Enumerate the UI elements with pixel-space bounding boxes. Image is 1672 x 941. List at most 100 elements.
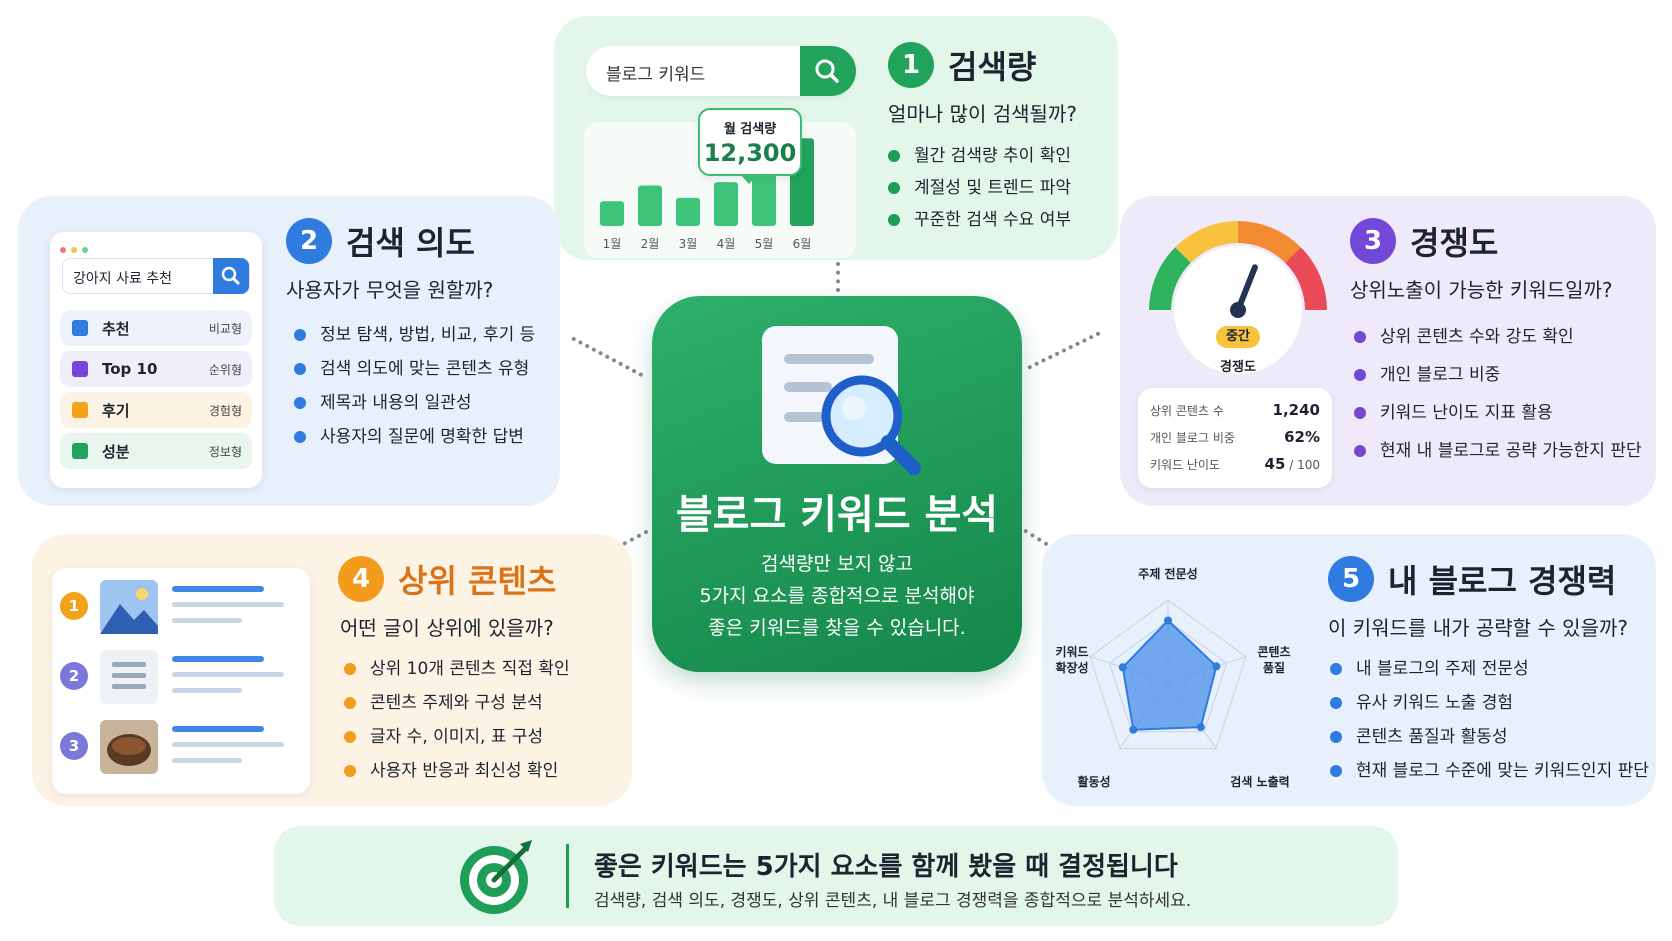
stat-label: 키워드 난이도 bbox=[1150, 457, 1221, 472]
top-content-question: 어떤 글이 상위에 있을까? bbox=[340, 616, 554, 640]
target-icon bbox=[460, 840, 532, 914]
my-blog-header: 5 내 블로그 경쟁력 bbox=[1328, 556, 1616, 602]
bullet-item: 상위 10개 콘텐츠 직접 확인 bbox=[344, 652, 570, 686]
grid-list-icon bbox=[72, 361, 88, 377]
intent-title: 검색 의도 bbox=[346, 224, 475, 262]
tooltip-label: 월 검색량 bbox=[723, 122, 777, 137]
bullet-text: 사용자 반응과 최신성 확인 bbox=[370, 761, 559, 781]
stat-number: 1,240 bbox=[1272, 401, 1320, 419]
text-line-placeholder bbox=[172, 758, 242, 763]
bullet-item: 사용자 반응과 최신성 확인 bbox=[344, 754, 570, 788]
bullet-dot bbox=[1330, 731, 1342, 743]
my-blog-title: 내 블로그 경쟁력 bbox=[1388, 562, 1617, 600]
step-number-2: 2 bbox=[286, 218, 332, 264]
bullet-text: 콘텐츠 품질과 활동성 bbox=[1356, 727, 1508, 747]
document-lines-icon bbox=[100, 650, 158, 708]
bullet-dot bbox=[344, 663, 356, 675]
volume-bar bbox=[714, 182, 738, 226]
bullet-text: 유사 키워드 노출 경험 bbox=[1356, 693, 1513, 713]
connector-right-top bbox=[1027, 331, 1101, 370]
bullet-item: 내 블로그의 주제 전문성 bbox=[1330, 652, 1649, 686]
dog-food-image bbox=[100, 720, 158, 778]
radar-area bbox=[1121, 619, 1218, 731]
radar-axis-label: 콘텐츠 bbox=[1257, 644, 1290, 659]
bullet-text: 제목과 내용의 일관성 bbox=[320, 393, 472, 413]
bullet-item: 월간 검색량 추이 확인 bbox=[888, 140, 1071, 172]
document-icon bbox=[72, 443, 88, 459]
radar-point bbox=[1129, 725, 1138, 734]
stat-value: 1,240 bbox=[1273, 401, 1320, 419]
gauge-caption: 경쟁도 bbox=[1220, 360, 1256, 375]
step-number-5: 5 bbox=[1328, 556, 1374, 602]
search-bar[interactable]: 블로그 키워드 bbox=[586, 46, 856, 96]
rank-badge: 1 bbox=[60, 592, 88, 620]
bullet-item: 유사 키워드 노출 경험 bbox=[1330, 686, 1649, 720]
search-button[interactable] bbox=[800, 46, 856, 96]
center-description-line: 검색량만 보지 않고 bbox=[761, 553, 913, 575]
text-line-placeholder bbox=[172, 672, 284, 677]
bullet-dot bbox=[344, 731, 356, 743]
center-title: 블로그 키워드 분석 bbox=[675, 492, 999, 538]
radar-axis-label: 품질 bbox=[1263, 661, 1285, 675]
radar-point bbox=[1118, 663, 1127, 672]
stat-number: 45 bbox=[1264, 455, 1286, 473]
bullet-dot bbox=[888, 182, 900, 194]
intent-row-tag: 비교형 bbox=[208, 321, 242, 336]
top-content-title: 상위 콘텐츠 bbox=[398, 562, 557, 600]
stat-number: 62% bbox=[1284, 428, 1320, 446]
bullet-item: 꾸준한 검색 수요 여부 bbox=[888, 204, 1071, 236]
intent-row-tag: 정보형 bbox=[208, 444, 242, 459]
rank-badge: 3 bbox=[60, 732, 88, 760]
bullet-item: 글자 수, 이미지, 표 구성 bbox=[344, 720, 570, 754]
volume-month-label: 1월 bbox=[603, 237, 622, 251]
bullet-item: 검색 의도에 맞는 콘텐츠 유형 bbox=[294, 352, 535, 386]
bullet-item: 콘텐츠 주제와 구성 분석 bbox=[344, 686, 570, 720]
stat-value: 45 / 100 bbox=[1265, 455, 1320, 473]
bullet-item: 개인 블로그 비중 bbox=[1354, 356, 1642, 394]
search-icon bbox=[815, 59, 839, 83]
stat-value: 62% bbox=[1284, 428, 1320, 446]
search-input[interactable]: 블로그 키워드 bbox=[606, 65, 706, 85]
footer-banner: 좋은 키워드는 5가지 요소를 함께 봤을 때 결정됩니다 검색량, 검색 의도… bbox=[274, 826, 1398, 926]
bullet-dot bbox=[1354, 369, 1366, 381]
center-description-line: 좋은 키워드를 찾을 수 있습니다. bbox=[708, 617, 966, 639]
bullet-dot bbox=[1354, 331, 1366, 343]
top-content-header: 4 상위 콘텐츠 bbox=[338, 556, 556, 602]
text-line-placeholder bbox=[172, 726, 264, 732]
document-magnifier-icon bbox=[762, 326, 921, 475]
volume-month-label: 2월 bbox=[641, 237, 660, 251]
tooltip-pointer bbox=[740, 174, 758, 184]
intent-search-bar[interactable]: 강아지 사료 추천 bbox=[62, 258, 250, 294]
bullet-dot bbox=[344, 765, 356, 777]
step-number-4: 4 bbox=[338, 556, 384, 602]
intent-question: 사용자가 무엇을 원할까? bbox=[286, 278, 494, 302]
intent-search-input[interactable]: 강아지 사료 추천 bbox=[73, 271, 173, 287]
intent-search-button[interactable] bbox=[213, 258, 249, 294]
text-line-placeholder bbox=[172, 688, 242, 693]
intent-row-tag: 경험형 bbox=[208, 403, 242, 418]
volume-bar bbox=[638, 185, 662, 226]
bullet-dot bbox=[294, 431, 306, 443]
bullet-dot bbox=[888, 150, 900, 162]
bullet-dot bbox=[344, 697, 356, 709]
bullet-item: 현재 블로그 수준에 맞는 키워드인지 판단 bbox=[1330, 754, 1649, 788]
bullet-text: 꾸준한 검색 수요 여부 bbox=[914, 210, 1071, 230]
bullet-text: 상위 10개 콘텐츠 직접 확인 bbox=[370, 659, 570, 679]
volume-question: 얼마나 많이 검색될까? bbox=[888, 102, 1077, 126]
volume-bar bbox=[600, 201, 624, 226]
bullet-text: 콘텐츠 주제와 구성 분석 bbox=[370, 693, 543, 713]
volume-tooltip: 월 검색량 12,300 bbox=[698, 108, 802, 176]
chat-bubble-icon bbox=[72, 402, 88, 418]
volume-month-label: 3월 bbox=[679, 237, 698, 251]
